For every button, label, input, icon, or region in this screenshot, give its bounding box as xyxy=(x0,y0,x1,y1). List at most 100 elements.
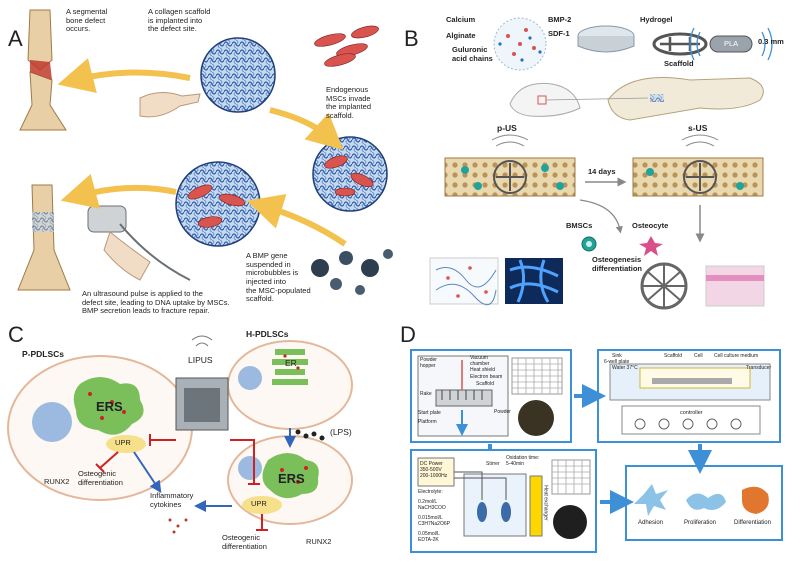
nucleus-bottom xyxy=(238,456,262,480)
bone-healed-illustration xyxy=(17,184,71,291)
text-guluronic: Guluronic acid chains xyxy=(452,45,493,63)
collagen-scaffold-circle xyxy=(200,37,276,113)
text-start-plate: Start plate xyxy=(418,410,441,416)
text-proliferation: Proliferation xyxy=(684,520,717,526)
text-cell: Cell xyxy=(694,353,703,359)
text-hydrogel: Hydrogel xyxy=(640,15,673,24)
text-upr-right: UPR xyxy=(251,499,267,508)
text-osteocyte: Osteocyte xyxy=(632,221,669,230)
text-inflammatory: Inflammatory cytokines xyxy=(150,491,194,509)
text-endogenous-mscs: Endogenous MSCs invade the implanted sca… xyxy=(326,85,372,120)
text-pla: PLA xyxy=(724,39,739,48)
text-transducer: Transducer xyxy=(746,365,772,371)
pla-scaffold xyxy=(652,32,708,56)
text-ers-right: ERS xyxy=(278,471,305,486)
text-alginate: Alginate xyxy=(446,31,476,40)
text-sink: Sink xyxy=(612,353,622,359)
text-6-well: 6-well plate xyxy=(604,359,630,365)
panel-b-graphics xyxy=(429,17,773,310)
panel-a-graphics xyxy=(17,9,393,295)
text-bmp-gene: A BMP gene suspended in microbubbles is … xyxy=(246,251,311,304)
msc-scaffold-circle xyxy=(312,136,388,212)
ers-red-dots xyxy=(88,354,308,484)
pla-cylinder xyxy=(709,35,753,53)
text-segmental-defect: A segmental bone defect occurs. xyxy=(66,7,108,34)
text-h-pdlscs: H-PDLSCs xyxy=(246,329,289,339)
ers-left-shape xyxy=(73,377,144,435)
controller-knobs xyxy=(634,418,742,430)
text-stirrer: Stirrer xyxy=(486,461,500,467)
text-adhesion: Adhesion xyxy=(638,520,664,526)
bone-defect-illustration xyxy=(19,9,67,131)
text-heat-exchanger: Heat exchanger xyxy=(542,485,549,521)
text-e2: 0.015mol/L C3H7Na2O6P xyxy=(418,515,450,527)
lps-dots xyxy=(295,429,325,441)
text-14-days: 14 days xyxy=(588,167,616,176)
scaffold-micro-inset xyxy=(505,258,563,304)
text-powder-hopper: Powder hopper xyxy=(420,357,437,369)
arrow-scaffold-to-msc xyxy=(269,107,344,151)
text-collagen-scaffold: A collagen scaffold is implanted into th… xyxy=(148,7,211,34)
ultrasound-probe-illustration xyxy=(87,205,191,281)
text-heat-shield: Heat shield xyxy=(470,367,496,373)
adhesion-cell-icon xyxy=(634,484,668,516)
text-p-us: p-US xyxy=(497,123,517,133)
nucleus-left xyxy=(32,402,72,442)
text-bmscs: BMSCs xyxy=(566,221,593,230)
ers-right-shape xyxy=(262,453,319,499)
panel-d-graphics xyxy=(410,349,783,553)
proliferation-cell-icon xyxy=(686,493,726,510)
text-e1: 0.2mol/L NaCH3COO xyxy=(418,499,446,511)
text-s-us: s-US xyxy=(688,123,708,133)
upr-left-ellipse xyxy=(106,435,146,453)
text-bmp2: BMP-2 xyxy=(548,15,572,24)
printed-scaffold-disk xyxy=(518,400,554,436)
text-osteogenesis: Osteogenesis differentiation xyxy=(592,255,642,273)
lipus-device xyxy=(175,335,229,431)
text-scaffold-d1: Scaffold xyxy=(476,381,494,387)
nucleus-top xyxy=(238,366,262,390)
arrow-scaffold-to-healed xyxy=(60,173,177,209)
text-oxidation: Oxidation time: 5-40min xyxy=(506,455,540,467)
differentiation-cell-icon xyxy=(742,486,769,514)
mao-scaffold-disk xyxy=(553,505,587,539)
text-lps: (LPS) xyxy=(330,427,352,437)
text-dc-power: DC Power 350-500V 200-1000Hz xyxy=(420,461,448,479)
mouse-illustration xyxy=(509,82,581,117)
text-scaffold-b: Scaffold xyxy=(664,59,694,68)
calcium-dots xyxy=(498,36,542,62)
panel-c-graphics xyxy=(7,335,353,534)
endogenous-msc-cluster xyxy=(314,25,379,67)
text-sdf1: SDF-1 xyxy=(548,29,570,38)
text-e3: 0.05mol/L EDTA-2K xyxy=(418,531,440,543)
text-vacuum-chamber: Vacuum chamber xyxy=(470,355,490,367)
arrow-bmp-to-scaffold xyxy=(246,194,347,247)
text-osteo-right: Osteogenic differentiation xyxy=(222,533,267,551)
femur-illustration xyxy=(607,77,764,121)
text-scaffold-d2: Scaffold xyxy=(664,353,682,359)
text-differentiation: Differentiation xyxy=(734,520,771,526)
panel-label-d: D xyxy=(400,322,416,347)
text-powder: Powder xyxy=(494,409,511,415)
text-medium: Cell culture medium xyxy=(714,353,759,359)
arrow-defect-to-scaffold xyxy=(57,58,191,94)
cytokine-dots xyxy=(168,518,188,534)
text-upr-left: UPR xyxy=(115,438,131,447)
hand-syringe-illustration xyxy=(139,92,201,118)
text-lipus: LIPUS xyxy=(188,355,213,365)
text-p-pdlscs: P-PDLSCs xyxy=(22,349,65,359)
panel-label-a: A xyxy=(8,26,23,51)
msc-cells xyxy=(187,155,374,228)
tissue-inset xyxy=(705,265,765,307)
text-thickness: 0.3 mm xyxy=(758,37,784,46)
bmp-scaffold-circle xyxy=(175,161,261,247)
upr-right-ellipse xyxy=(242,496,282,514)
text-electrolyte: Electrolyte: xyxy=(418,489,443,495)
growth-factor-dots xyxy=(506,28,536,56)
osteocyte-icon xyxy=(639,236,663,256)
text-electron-beam: Electron beam xyxy=(470,374,503,380)
hydrogel-inset xyxy=(429,257,499,305)
text-runx2-right: RUNX2 xyxy=(306,537,332,546)
